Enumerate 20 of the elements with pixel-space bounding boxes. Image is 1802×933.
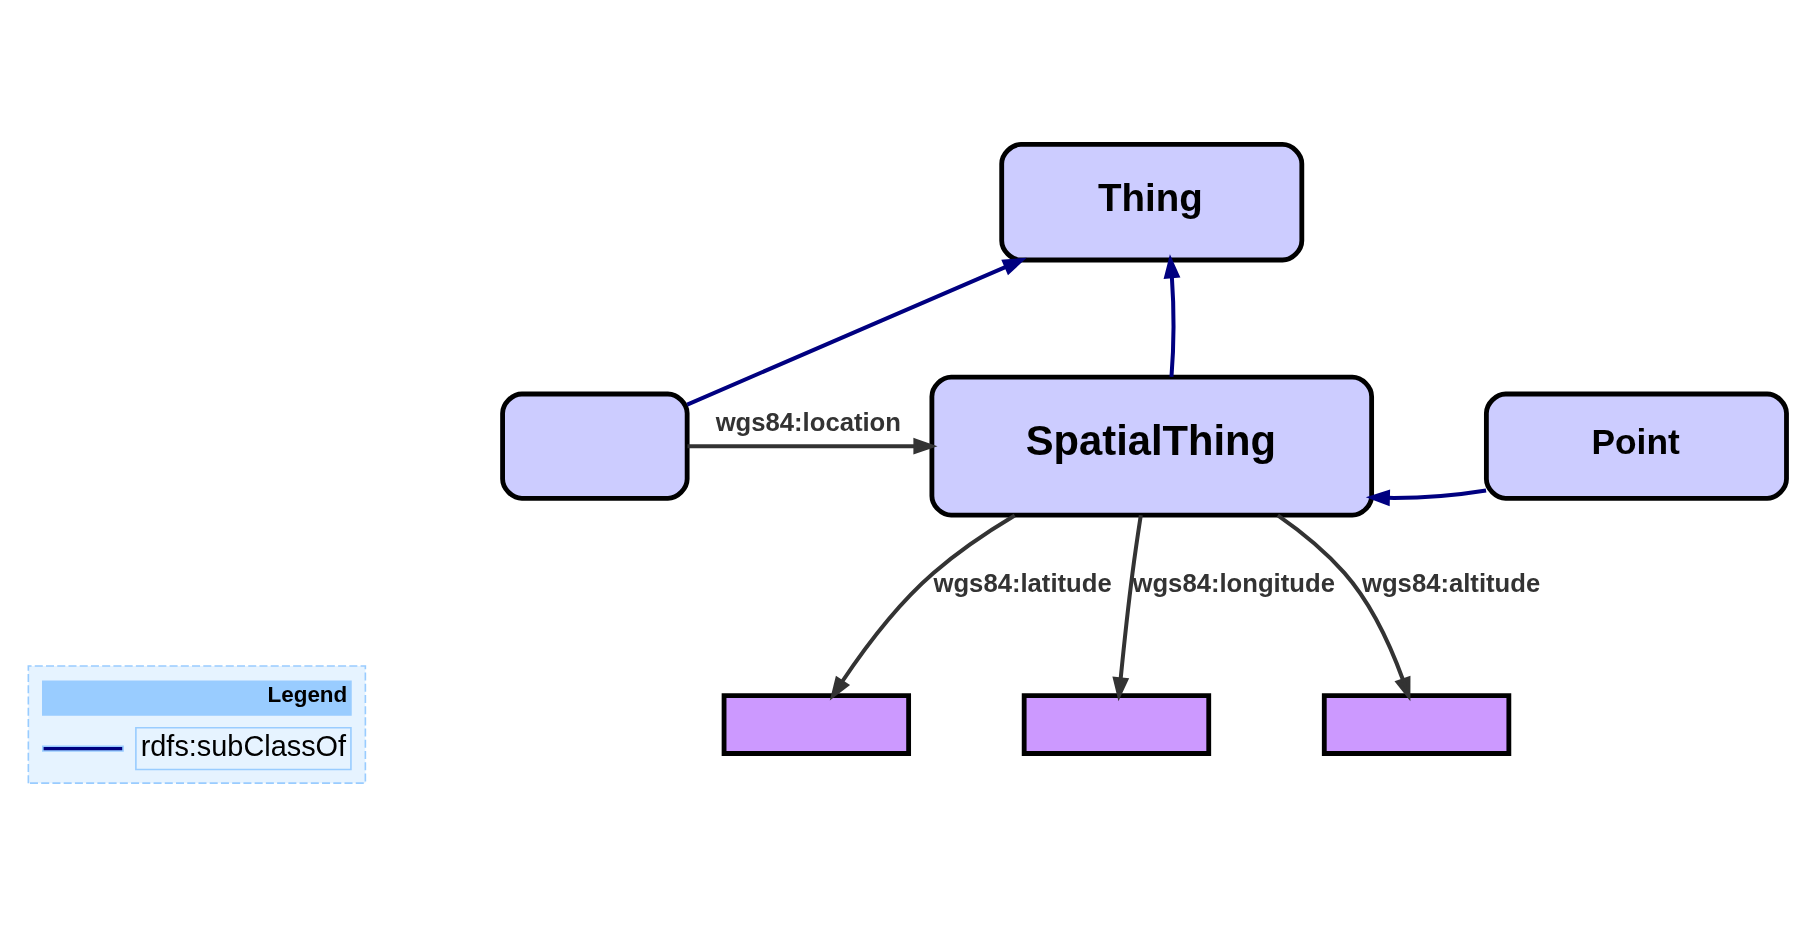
arrow <box>1276 513 1411 701</box>
node-box <box>1021 692 1212 756</box>
edge-label: wgs84:longitude <box>1132 568 1335 597</box>
edge-label: wgs84:location <box>715 407 901 436</box>
node-box: Point <box>1483 391 1789 501</box>
node-box: SpatialThing <box>929 374 1375 518</box>
edge-label: wgs84:altitude <box>1362 568 1541 597</box>
arrow <box>1163 253 1181 377</box>
label: Legend <box>267 681 348 707</box>
arrow <box>686 257 1027 406</box>
arrow <box>1112 514 1143 701</box>
arrow <box>687 437 938 455</box>
legend-label: rdfs:subClassOf <box>140 729 347 762</box>
node-box: Thing <box>999 141 1305 262</box>
node-box <box>500 391 690 501</box>
node-box <box>1321 692 1512 756</box>
arrow <box>1365 487 1487 506</box>
node-box <box>721 692 912 756</box>
edge-label: wgs84:latitude <box>933 568 1112 597</box>
arrow <box>829 513 1016 700</box>
